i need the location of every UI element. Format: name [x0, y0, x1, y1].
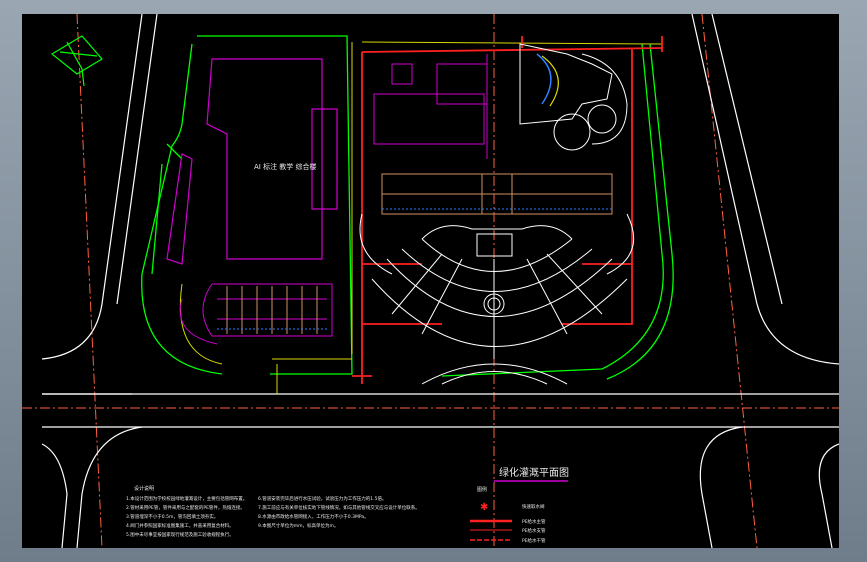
classroom-wing [381, 173, 613, 215]
yellow-road-lines [179, 41, 663, 394]
note-left-1: 1.本设计范围为学校校园绿地灌溉设计，主要包括管网布置。 [126, 495, 247, 502]
central-building [373, 54, 488, 159]
legend-label-3: PE给水支管 [522, 527, 546, 534]
entrance-steps [476, 233, 513, 257]
site-plan: AI 标注 教学 综合楼 [22, 14, 839, 548]
note-left-5: 5.图中未尽事宜按国家现行规范及施工验收规程执行。 [126, 531, 234, 538]
note-left-4: 4.阀门井参照国家标准图集施工，井盖采用复合材料。 [126, 522, 234, 529]
note-left-2: 2.管材采用PE管，管件采用与之配套的PE管件，热熔连接。 [126, 504, 245, 511]
note-right-2: 7.施工前应与有关单位核实地下管线情况，如与其他管线交叉应与设计单位联系。 [258, 504, 420, 511]
drawing-title: 绿化灌溉平面图 [499, 466, 569, 479]
legend-star-icon: ✱ [480, 502, 488, 513]
road-edges [41, 14, 839, 548]
note-right-1: 6.管道安装完毕后进行水压试验，试验压力为工作压力的1.5倍。 [258, 495, 386, 502]
garden-path [541, 55, 559, 107]
north-arrow-icon [50, 35, 103, 87]
notes-heading: 设计说明 [134, 485, 154, 492]
irrigation-main-pipes [352, 36, 663, 384]
legend-label-4: PE给水干管 [522, 537, 546, 544]
main-building-block [166, 58, 338, 265]
landscape-garden [519, 43, 628, 151]
note-right-4: 9.本图尺寸单位为mm，标高单位为m。 [258, 522, 338, 529]
note-right-3: 8.水源由市政给水管网接入，工作压力不小于0.3MPa。 [258, 513, 369, 520]
plaza-fan [359, 213, 635, 385]
left-road-axis [76, 14, 103, 548]
legend-label-2: PE给水主管 [522, 518, 546, 525]
water-feature [536, 53, 552, 105]
grass-boundary [141, 35, 674, 380]
legend-heading: 图例 [477, 486, 487, 493]
building-label: AI 标注 教学 综合楼 [254, 162, 317, 171]
legend-label-1: 快速取水阀 [522, 503, 545, 510]
parking-stalls [226, 286, 318, 334]
drawing-canvas: AI 标注 教学 综合楼 [22, 14, 839, 548]
lower-left-building [179, 283, 333, 345]
note-left-3: 3.管道埋深不小于0.5m，管沟回填土须夯实。 [126, 513, 218, 520]
